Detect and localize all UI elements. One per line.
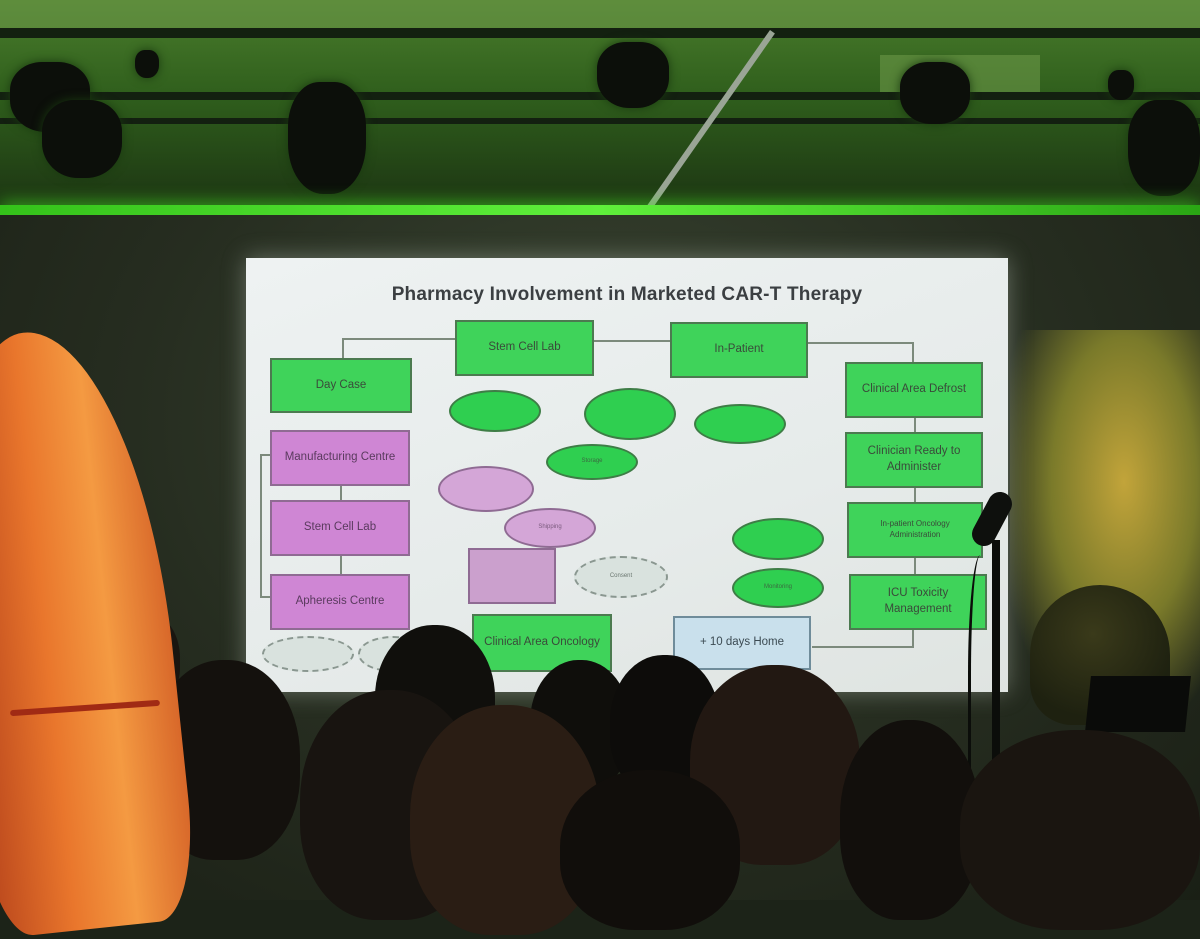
oval-shipping: Shipping	[504, 508, 596, 548]
oval-green	[694, 404, 786, 444]
connector-line	[340, 556, 342, 574]
stage-light	[1128, 100, 1200, 196]
stage-light	[135, 50, 159, 78]
ceiling-truss	[0, 28, 1200, 38]
audience-head	[960, 730, 1200, 930]
box-clinical-area-defrost: Clinical Area Defrost	[845, 362, 983, 418]
connector-line	[912, 342, 914, 362]
connector-line	[340, 486, 342, 500]
connector-line	[912, 628, 914, 648]
audience-head	[560, 770, 740, 930]
oval-green	[732, 518, 824, 560]
box-icu-toxicity: ICU Toxicity Management	[849, 574, 987, 630]
mic-cable	[968, 555, 999, 855]
projection-screen: Pharmacy Involvement in Marketed CAR-T T…	[246, 258, 1008, 692]
ceiling-truss	[0, 118, 1200, 124]
connector-line	[342, 338, 344, 358]
box-stem-cell-lab-top: Stem Cell Lab	[455, 320, 594, 376]
connector-line	[260, 596, 270, 598]
box-small-pink-rect	[468, 548, 556, 604]
box-stem-cell-lab-left: Stem Cell Lab	[270, 500, 410, 556]
connector-line	[594, 340, 670, 342]
stage-light	[42, 100, 122, 178]
oval-green	[449, 390, 541, 432]
slide-title: Pharmacy Involvement in Marketed CAR-T T…	[391, 284, 863, 305]
box-apheresis-centre: Apheresis Centre	[270, 574, 410, 630]
connector-line	[914, 418, 916, 432]
ceiling	[0, 0, 1200, 215]
connector-line	[260, 454, 270, 456]
box-inpatient-oncology-admin: In-patient Oncology Administration	[847, 502, 983, 558]
box-day-case: Day Case	[270, 358, 412, 413]
ceiling-truss	[0, 92, 1200, 100]
connector-line	[914, 558, 916, 574]
oval-monitoring: Monitoring	[732, 568, 824, 608]
connector-line	[342, 338, 455, 340]
oval-pink	[438, 466, 534, 512]
connector-line	[260, 454, 262, 598]
mic-stand	[992, 540, 1000, 850]
connector-line	[914, 488, 916, 502]
box-clinician-ready: Clinician Ready to Administer	[845, 432, 983, 488]
stage-light	[288, 82, 366, 194]
stage-light	[900, 62, 970, 124]
oval-gray	[262, 636, 354, 672]
oval-storage: Storage	[546, 444, 638, 480]
laptop	[1085, 676, 1191, 732]
oval-consent: Consent	[574, 556, 668, 598]
box-in-patient: In-Patient	[670, 322, 808, 378]
ceiling-panel	[0, 0, 1200, 30]
audience-head	[840, 720, 980, 920]
green-light-strip	[0, 205, 1200, 215]
stage-light	[1108, 70, 1134, 100]
connector-line	[812, 646, 914, 648]
box-manufacturing-centre: Manufacturing Centre	[270, 430, 410, 486]
oval-green	[584, 388, 676, 440]
connector-line	[808, 342, 914, 344]
stage-light	[597, 42, 669, 108]
box-plus-10-days-home: + 10 days Home	[673, 616, 811, 670]
